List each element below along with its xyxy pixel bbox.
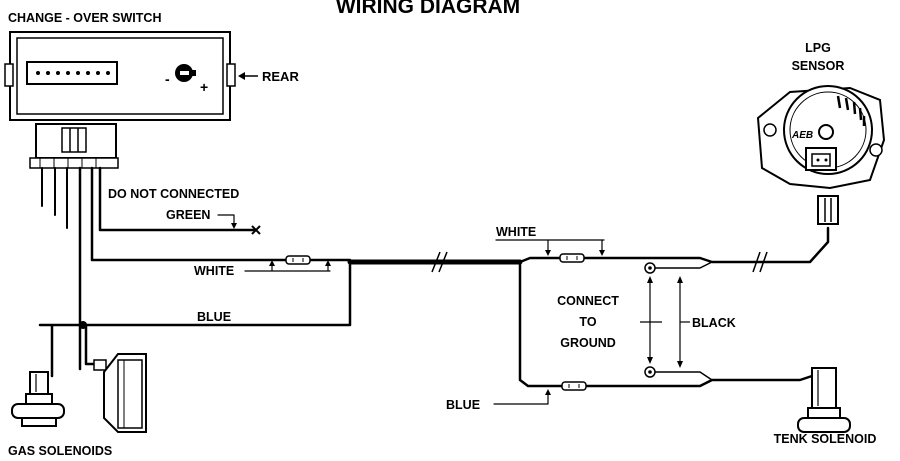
switch-label: CHANGE - OVER SWITCH — [8, 11, 161, 25]
blue-wire-switch — [38, 166, 352, 378]
ground-arrows — [640, 276, 690, 368]
fuse-icon — [285, 255, 311, 265]
ground-ring-icon — [644, 262, 656, 274]
rear-label: REAR — [262, 69, 299, 84]
junction-dot — [79, 321, 87, 329]
solenoid-icon — [797, 367, 851, 433]
white-left-label: WHITE — [194, 264, 234, 278]
switch-minus: - — [165, 71, 170, 87]
switch-plus: + — [200, 79, 208, 95]
fuse-icon — [561, 381, 587, 391]
ground-wire-bottom — [651, 371, 713, 381]
sensor-brand: AEB — [791, 130, 813, 141]
cross-icon — [251, 225, 261, 235]
to-label: TO — [579, 315, 596, 329]
do-not-connected-label: DO NOT CONNECTED — [108, 187, 239, 201]
lpg-label: LPG — [805, 41, 831, 55]
sensor-icon — [756, 85, 886, 225]
unused-wires — [41, 167, 68, 229]
blue-top-label: BLUE — [197, 310, 231, 324]
green-wire — [98, 166, 258, 232]
tenk-solenoid-label: TENK SOLENOID — [774, 432, 877, 446]
fuse-icon — [559, 253, 585, 263]
ground-wire-top — [651, 261, 713, 269]
switch-connector — [29, 123, 119, 169]
blue-bottom-label: BLUE — [446, 398, 480, 412]
solenoid-icon — [93, 353, 147, 433]
blue-wire-tank — [518, 260, 814, 388]
diagram-title: WIRING DIAGRAM — [336, 0, 520, 18]
sensor-label: SENSOR — [792, 59, 845, 73]
ground-label: GROUND — [560, 336, 616, 350]
rear-arrow-icon — [238, 72, 258, 80]
gas-solenoids-label: GAS SOLENOIDS — [8, 444, 112, 458]
ground-ring-icon — [644, 366, 656, 378]
solenoid-icon — [11, 371, 65, 427]
connect-label: CONNECT — [557, 294, 619, 308]
break-icon — [431, 251, 448, 273]
black-label: BLACK — [692, 316, 736, 330]
white-wire-switch — [90, 166, 352, 262]
switch-icon — [4, 31, 236, 121]
green-label: GREEN — [166, 208, 210, 222]
break-icon — [752, 251, 768, 273]
white-right-label: WHITE — [496, 225, 536, 239]
